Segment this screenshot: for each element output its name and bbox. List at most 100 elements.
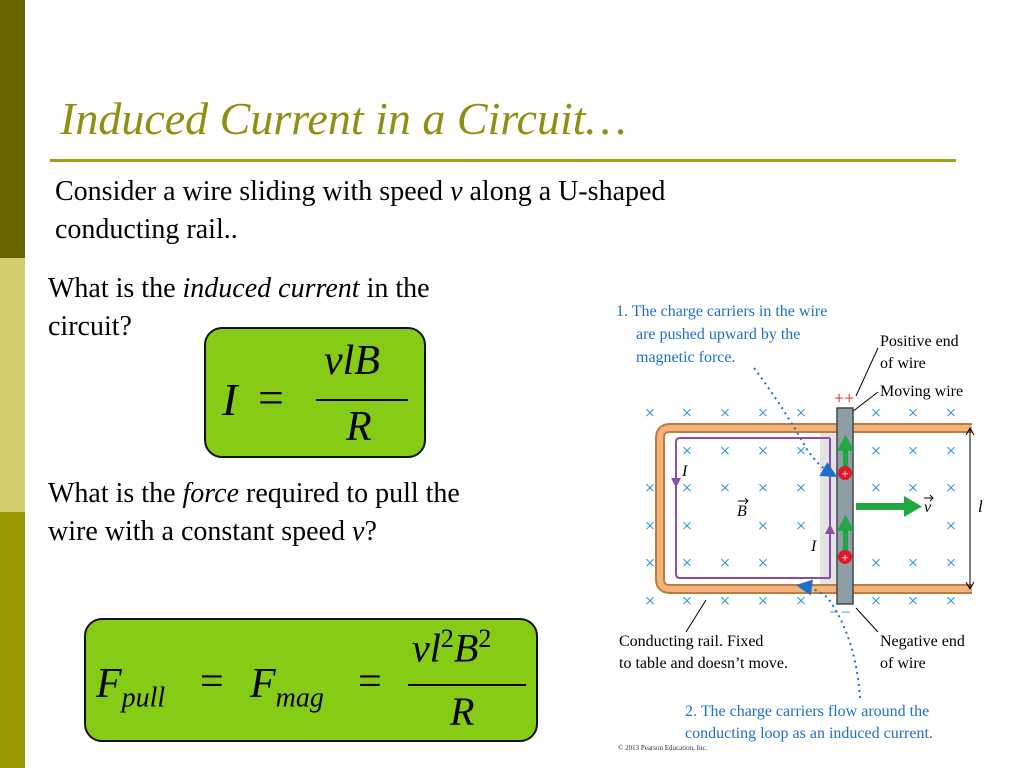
induced-current-loop — [675, 437, 830, 579]
force-formula-box: Fpull = Fmag = vl2B2 R — [84, 618, 538, 742]
cross-row-3: ×××××××× — [645, 478, 957, 499]
leader-moving-wire — [851, 391, 879, 413]
svg-text:×: × — [908, 403, 919, 424]
svg-text:×: × — [871, 478, 882, 499]
svg-text:×: × — [645, 478, 656, 499]
current-arrow-wire — [825, 524, 835, 534]
positive-charge-top: + — [838, 466, 852, 481]
label-velocity: v — [924, 499, 932, 516]
leader-conducting-rail — [685, 599, 707, 633]
svg-text:×: × — [946, 441, 957, 462]
leader-negative-end — [855, 607, 879, 633]
svg-text:×: × — [796, 478, 807, 499]
formula-force-f-mag: Fmag — [250, 661, 324, 714]
current-arrow-left — [671, 478, 681, 488]
intro-line-2: conducting rail.. — [55, 214, 238, 245]
svg-text:×: × — [758, 441, 769, 462]
positive-charge-bottom: + — [838, 550, 852, 565]
svg-text:×: × — [720, 591, 731, 612]
slide-title: Induced Current in a Circuit… — [60, 93, 627, 144]
svg-text:×: × — [796, 403, 807, 424]
svg-text:×: × — [946, 516, 957, 537]
sliding-wire-diagram: 1. The charge carriers in the wire are p… — [616, 303, 983, 752]
question-current-line-2: circuit? — [48, 311, 132, 342]
minus-charges: – – — [829, 603, 851, 620]
svg-text:×: × — [645, 516, 656, 537]
formula-force-fraction-bar — [408, 684, 526, 686]
svg-text:×: × — [720, 403, 731, 424]
svg-text:+: + — [841, 466, 848, 481]
svg-text:×: × — [946, 478, 957, 499]
svg-text:×: × — [796, 591, 807, 612]
side-stripe-light — [0, 258, 25, 512]
svg-text:×: × — [871, 403, 882, 424]
svg-text:×: × — [871, 591, 882, 612]
caption-carriers-pushed-up: 1. The charge carriers in the wire are p… — [616, 303, 831, 366]
copyright-notice: © 2013 Pearson Education, Inc. — [618, 744, 708, 752]
formula-current-lhs: I — [222, 374, 238, 425]
label-magnetic-field: B — [737, 503, 747, 520]
current-formula-box: I = vlB R — [204, 327, 426, 458]
svg-text:×: × — [871, 553, 882, 574]
svg-text:×: × — [758, 403, 769, 424]
upward-force-arrow-top — [837, 435, 854, 474]
upward-force-arrow-bottom — [837, 515, 854, 552]
svg-text:×: × — [946, 591, 957, 612]
callout-line-top — [753, 367, 838, 477]
side-stripe-mid — [0, 512, 25, 768]
svg-text:×: × — [682, 553, 693, 574]
label-conducting-rail: Conducting rail. Fixed to table and does… — [619, 633, 788, 672]
length-dimension-arrows — [965, 426, 975, 591]
svg-text:×: × — [758, 591, 769, 612]
svg-text:×: × — [682, 516, 693, 537]
field-vector-arrow — [738, 497, 749, 505]
caption-carriers-flow: 2. The charge carriers flow around the c… — [685, 703, 933, 742]
cross-row-2: × × × × × × × — [682, 441, 957, 462]
svg-text:×: × — [946, 553, 957, 574]
leader-positive-end — [855, 347, 879, 397]
svg-text:×: × — [682, 403, 693, 424]
velocity-vector-mark — [924, 494, 934, 502]
label-negative-end: Negative end of wire — [880, 633, 969, 672]
svg-text:×: × — [682, 441, 693, 462]
intro-line-1: Consider a wire sliding with speed v alo… — [55, 176, 666, 207]
label-current-wire: I — [810, 538, 817, 555]
question-force-line-1: What is the force required to pull the — [48, 478, 460, 509]
svg-text:×: × — [645, 403, 656, 424]
cross-row-5: ××××××× — [645, 553, 957, 574]
svg-text:×: × — [682, 478, 693, 499]
svg-text:×: × — [908, 591, 919, 612]
svg-text:×: × — [720, 478, 731, 499]
swept-area-shading — [820, 433, 837, 584]
svg-text:×: × — [908, 553, 919, 574]
svg-text:×: × — [645, 591, 656, 612]
svg-text:×: × — [946, 403, 957, 424]
svg-text:+: + — [841, 550, 848, 565]
plus-charges: ++ — [834, 388, 854, 408]
formula-force-equals-1: = — [200, 659, 224, 705]
formula-current-equals: = — [258, 372, 284, 423]
formula-force-equals-2: = — [358, 659, 382, 705]
label-current-left: I — [681, 463, 688, 480]
label-moving-wire: Moving wire — [880, 383, 963, 400]
cross-row-6: ×××××××× — [645, 591, 957, 612]
svg-text:×: × — [796, 516, 807, 537]
cross-row-4: × × × × × — [645, 516, 957, 537]
formula-current-denominator: R — [346, 404, 372, 450]
velocity-arrow — [856, 496, 922, 517]
question-current-line-1: What is the induced current in the — [48, 273, 430, 304]
formula-force-f-pull: Fpull — [96, 661, 166, 714]
svg-text:×: × — [796, 441, 807, 462]
magnetic-field-crosses: ×××××××× ××××××× ×××××××× ××××× ××××××× … — [645, 403, 957, 612]
svg-text:×: × — [908, 441, 919, 462]
formula-force-denominator: R — [450, 689, 475, 734]
svg-text:×: × — [720, 553, 731, 574]
title-divider — [50, 159, 956, 162]
svg-text:×: × — [758, 516, 769, 537]
svg-text:×: × — [720, 441, 731, 462]
svg-text:×: × — [758, 478, 769, 499]
label-length: l — [978, 497, 983, 516]
svg-text:×: × — [871, 441, 882, 462]
svg-text:×: × — [645, 553, 656, 574]
question-force-line-2: wire with a constant speed v? — [48, 516, 377, 547]
